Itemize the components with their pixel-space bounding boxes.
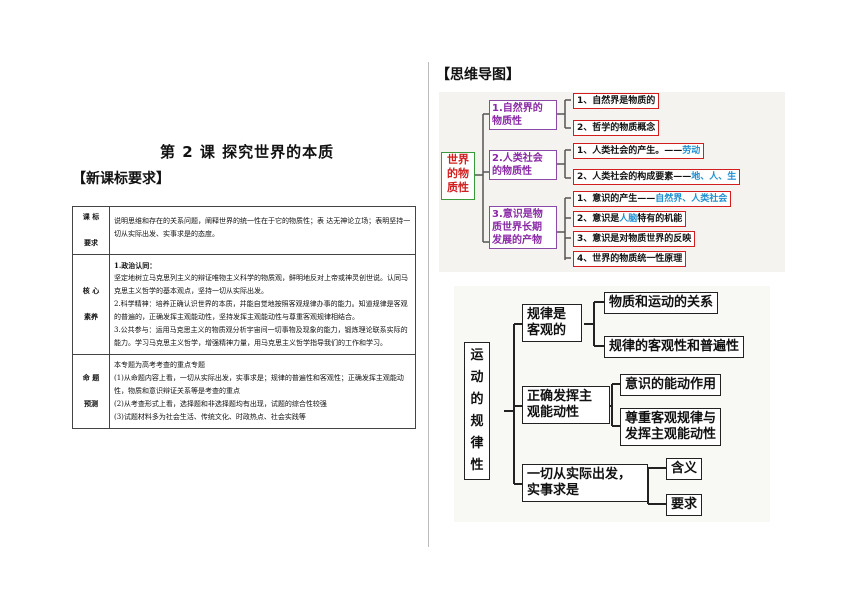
mindmap1-item: 1、自然界是物质的 [573, 93, 660, 109]
table-row: 核 心素养 1.政治认同： 坚定地树立马克思列主义的辩证唯物主义科学的物质观，鲜… [72, 254, 416, 355]
row-header-prediction: 命 题预测 [72, 354, 110, 429]
row-content-standard: 说明思维和存在的关系问题，阐释世界的统一性在于它的物质性；表 达无神论立场；表明… [109, 206, 416, 255]
literacy-point-2: 2.科学精神：培养正确认识世界的本质，并能自觉地按照客观规律办事的能力。知道规律… [114, 300, 408, 321]
column-divider [428, 62, 429, 547]
mindmap1-item: 2、意识是人脑特有的机能 [573, 211, 687, 227]
literacy-point-3: 3.公共参与：运用马克思主义的物质观分析宇宙间一切事物及现象的能力，锻炼理论联系… [114, 326, 408, 347]
literacy-point-1-text: 坚定地树立马克思列主义的辩证唯物主义科学的物质观，鲜明地反对上帝或神灵创世说。认… [114, 274, 408, 295]
mindmap-material-world: 世界的物质性 1.自然界的物质性 1、自然界是物质的 2、哲学的物质概念 2.人… [439, 92, 785, 272]
curriculum-heading: 【新课标要求】 [72, 171, 170, 187]
literacy-point-1-title: 1.政治认同： [114, 261, 157, 270]
mindmap2-branch-2: 正确发挥主观能动性 [522, 386, 610, 424]
mindmap1-branch-2: 2.人类社会的物质性 [489, 150, 557, 180]
requirements-table: 课 标要求 说明思维和存在的关系问题，阐释世界的统一性在于它的物质性；表 达无神… [72, 206, 416, 429]
lesson-title: 第 2 课 探究世界的本质 [160, 143, 335, 161]
mindmap2-branch-1: 规律是客观的 [522, 304, 582, 342]
prediction-intro: 本专题为高考考查的重点专题 [114, 361, 205, 369]
mindmap2-item: 要求 [666, 494, 703, 516]
prediction-3: (3)试题材料多为社会生活、传统文化、时政热点、社会实践等 [114, 413, 306, 421]
prediction-1: (1)从命题内容上看，一切从实际出发，实事求是；规律的普遍性和客观性；正确发挥主… [114, 374, 404, 395]
mindmap1-branch-3: 3.意识是物质世界长期发展的产物 [489, 206, 557, 249]
mindmap1-item: 2、人类社会的构成要素——地、人、生 [573, 169, 741, 185]
mindmap2-item: 含义 [666, 458, 703, 480]
row-header-literacy: 核 心素养 [72, 254, 110, 355]
mindmap1-item: 3、意识是对物质世界的反映 [573, 231, 696, 247]
mindmap1-item: 1、意识的产生——自然界、人类社会 [573, 191, 732, 207]
mindmap1-root: 世界的物质性 [441, 152, 475, 200]
mindmap1-item: 4、世界的物质统一性原理 [573, 251, 687, 267]
row-content-literacy: 1.政治认同： 坚定地树立马克思列主义的辩证唯物主义科学的物质观，鲜明地反对上帝… [109, 254, 416, 355]
table-row: 课 标要求 说明思维和存在的关系问题，阐释世界的统一性在于它的物质性；表 达无神… [72, 206, 416, 255]
mindmap-heading: 【思维导图】 [436, 67, 520, 83]
table-row: 命 题预测 本专题为高考考查的重点专题 (1)从命题内容上看，一切从实际出发，实… [72, 354, 416, 429]
mindmap-regularity: 运动的规律性 规律是客观的 物质和运动的关系 规律的客观性和普遍性 正确发挥主观… [454, 286, 770, 522]
mindmap2-item: 尊重客观规律与发挥主观能动性 [620, 408, 722, 446]
prediction-2: (2)从考查形式上看，选择题和非选择题均有出现，试题的综合性较强 [114, 400, 327, 408]
mindmap2-item: 规律的客观性和普遍性 [604, 336, 745, 358]
mindmap2-branch-3: 一切从实际出发，实事求是 [522, 464, 648, 502]
mindmap1-item: 1、人类社会的产生。——劳动 [573, 143, 705, 159]
mindmap1-connectors [475, 99, 571, 260]
mindmap2-root: 运动的规律性 [464, 342, 490, 480]
row-header-standard: 课 标要求 [72, 206, 110, 255]
mindmap1-branch-1: 1.自然界的物质性 [489, 100, 557, 130]
mindmap2-item: 意识的能动作用 [620, 374, 722, 396]
row-content-prediction: 本专题为高考考查的重点专题 (1)从命题内容上看，一切从实际出发，实事求是；规律… [109, 354, 416, 429]
standard-text: 说明思维和存在的关系问题，阐释世界的统一性在于它的物质性；表 达无神论立场；表明… [114, 217, 411, 238]
mindmap2-item: 物质和运动的关系 [604, 292, 719, 314]
mindmap1-item: 2、哲学的物质概念 [573, 120, 660, 136]
